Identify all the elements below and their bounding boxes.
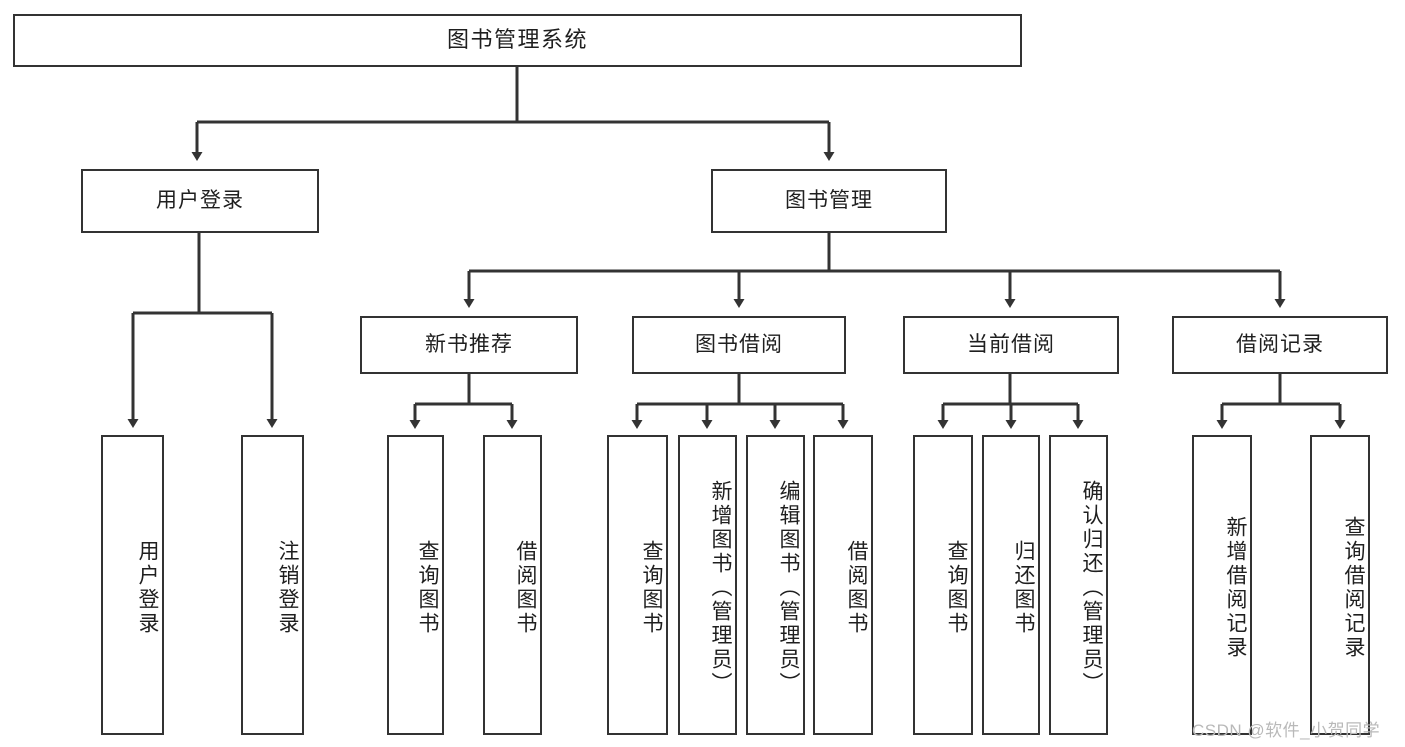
node-leaf-borrow-book-1-label: 借阅图书 <box>514 540 537 636</box>
node-leaf-add-book-admin-label: 新增图书（管理员） <box>709 480 732 696</box>
node-leaf-borrow-book-2-label: 借阅图书 <box>845 540 868 636</box>
node-current-borrow-label: 当前借阅 <box>967 333 1055 357</box>
node-book-manage-label: 图书管理 <box>785 189 873 213</box>
node-new-book-recommend[interactable]: 新书推荐 <box>360 316 578 374</box>
node-leaf-query-borrow-record[interactable]: 查询借阅记录 <box>1310 435 1370 735</box>
node-leaf-return-book[interactable]: 归还图书 <box>982 435 1040 735</box>
node-leaf-return-book-label: 归还图书 <box>1012 540 1035 636</box>
node-leaf-add-borrow-record-label: 新增借阅记录 <box>1224 516 1247 660</box>
node-leaf-confirm-return-admin-label: 确认归还（管理员） <box>1080 480 1103 696</box>
watermark-text: CSDN @软件_小贺同学 <box>1192 721 1381 740</box>
node-leaf-query-book-2[interactable]: 查询图书 <box>607 435 668 735</box>
node-leaf-edit-book-admin-label: 编辑图书（管理员） <box>777 480 800 696</box>
node-leaf-user-logout-label: 注销登录 <box>276 540 299 636</box>
node-leaf-query-book-3[interactable]: 查询图书 <box>913 435 973 735</box>
node-leaf-query-book-1[interactable]: 查询图书 <box>387 435 444 735</box>
node-user-login[interactable]: 用户登录 <box>81 169 319 233</box>
node-new-book-recommend-label: 新书推荐 <box>425 333 513 357</box>
node-leaf-query-borrow-record-label: 查询借阅记录 <box>1342 516 1365 660</box>
node-current-borrow[interactable]: 当前借阅 <box>903 316 1119 374</box>
node-leaf-edit-book-admin[interactable]: 编辑图书（管理员） <box>746 435 805 735</box>
node-leaf-borrow-book-1[interactable]: 借阅图书 <box>483 435 542 735</box>
node-root-label: 图书管理系统 <box>446 27 588 53</box>
node-borrow-record-label: 借阅记录 <box>1236 333 1324 357</box>
node-borrow-record[interactable]: 借阅记录 <box>1172 316 1388 374</box>
node-leaf-add-book-admin[interactable]: 新增图书（管理员） <box>678 435 737 735</box>
node-leaf-add-borrow-record[interactable]: 新增借阅记录 <box>1192 435 1252 735</box>
node-book-borrow[interactable]: 图书借阅 <box>632 316 846 374</box>
node-book-manage[interactable]: 图书管理 <box>711 169 947 233</box>
node-root[interactable]: 图书管理系统 <box>13 14 1022 67</box>
node-leaf-query-book-3-label: 查询图书 <box>945 540 968 636</box>
node-leaf-borrow-book-2[interactable]: 借阅图书 <box>813 435 873 735</box>
node-user-login-label: 用户登录 <box>156 189 244 213</box>
node-book-borrow-label: 图书借阅 <box>695 333 783 357</box>
node-leaf-query-book-1-label: 查询图书 <box>416 540 439 636</box>
node-leaf-user-logout[interactable]: 注销登录 <box>241 435 304 735</box>
node-leaf-user-login[interactable]: 用户登录 <box>101 435 164 735</box>
node-leaf-confirm-return-admin[interactable]: 确认归还（管理员） <box>1049 435 1108 735</box>
node-leaf-user-login-label: 用户登录 <box>136 540 159 636</box>
node-leaf-query-book-2-label: 查询图书 <box>640 540 663 636</box>
